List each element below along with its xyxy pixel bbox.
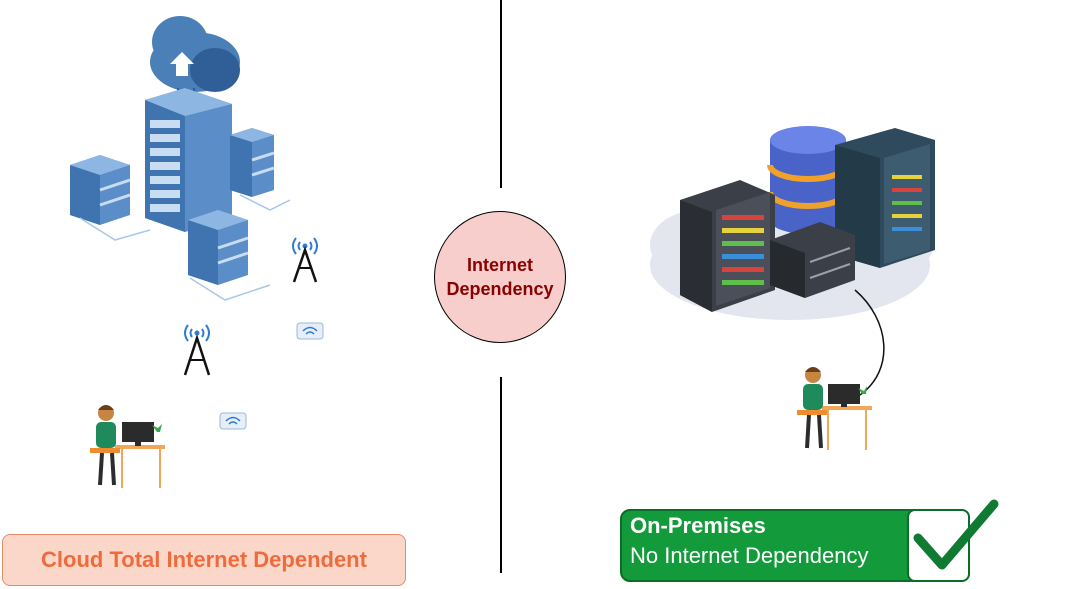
cell-tower-icon	[292, 237, 318, 283]
internet-dependency-circle: Internet Dependency	[434, 211, 566, 343]
wifi-router-icon	[296, 322, 324, 340]
cloud-dependency-label: Cloud Total Internet Dependent	[41, 547, 367, 572]
server-rack-icon	[70, 155, 131, 225]
cloud-upload-icon	[150, 16, 240, 108]
database-icon	[767, 126, 849, 234]
person-at-desk-icon	[90, 405, 165, 488]
divider-line-bottom	[500, 377, 502, 573]
server-rack-icon	[230, 128, 275, 197]
checkmark-box	[907, 509, 970, 582]
internet-dependency-label: Internet Dependency	[446, 255, 554, 299]
server-rack-icon	[770, 222, 855, 298]
on-premises-subtitle: No Internet Dependency	[630, 543, 869, 568]
divider-line-top	[500, 0, 502, 188]
cloud-dependency-label-box: Cloud Total Internet Dependent	[2, 534, 406, 586]
network-cable	[854, 289, 885, 396]
server-rack-icon	[188, 210, 249, 285]
on-premises-title: On-Premises	[630, 513, 766, 538]
wifi-router-icon	[219, 412, 247, 430]
person-at-desk-icon	[797, 367, 872, 450]
cell-tower-icon	[183, 324, 211, 376]
server-rack-icon	[145, 88, 232, 232]
server-rack-icon	[680, 180, 775, 312]
